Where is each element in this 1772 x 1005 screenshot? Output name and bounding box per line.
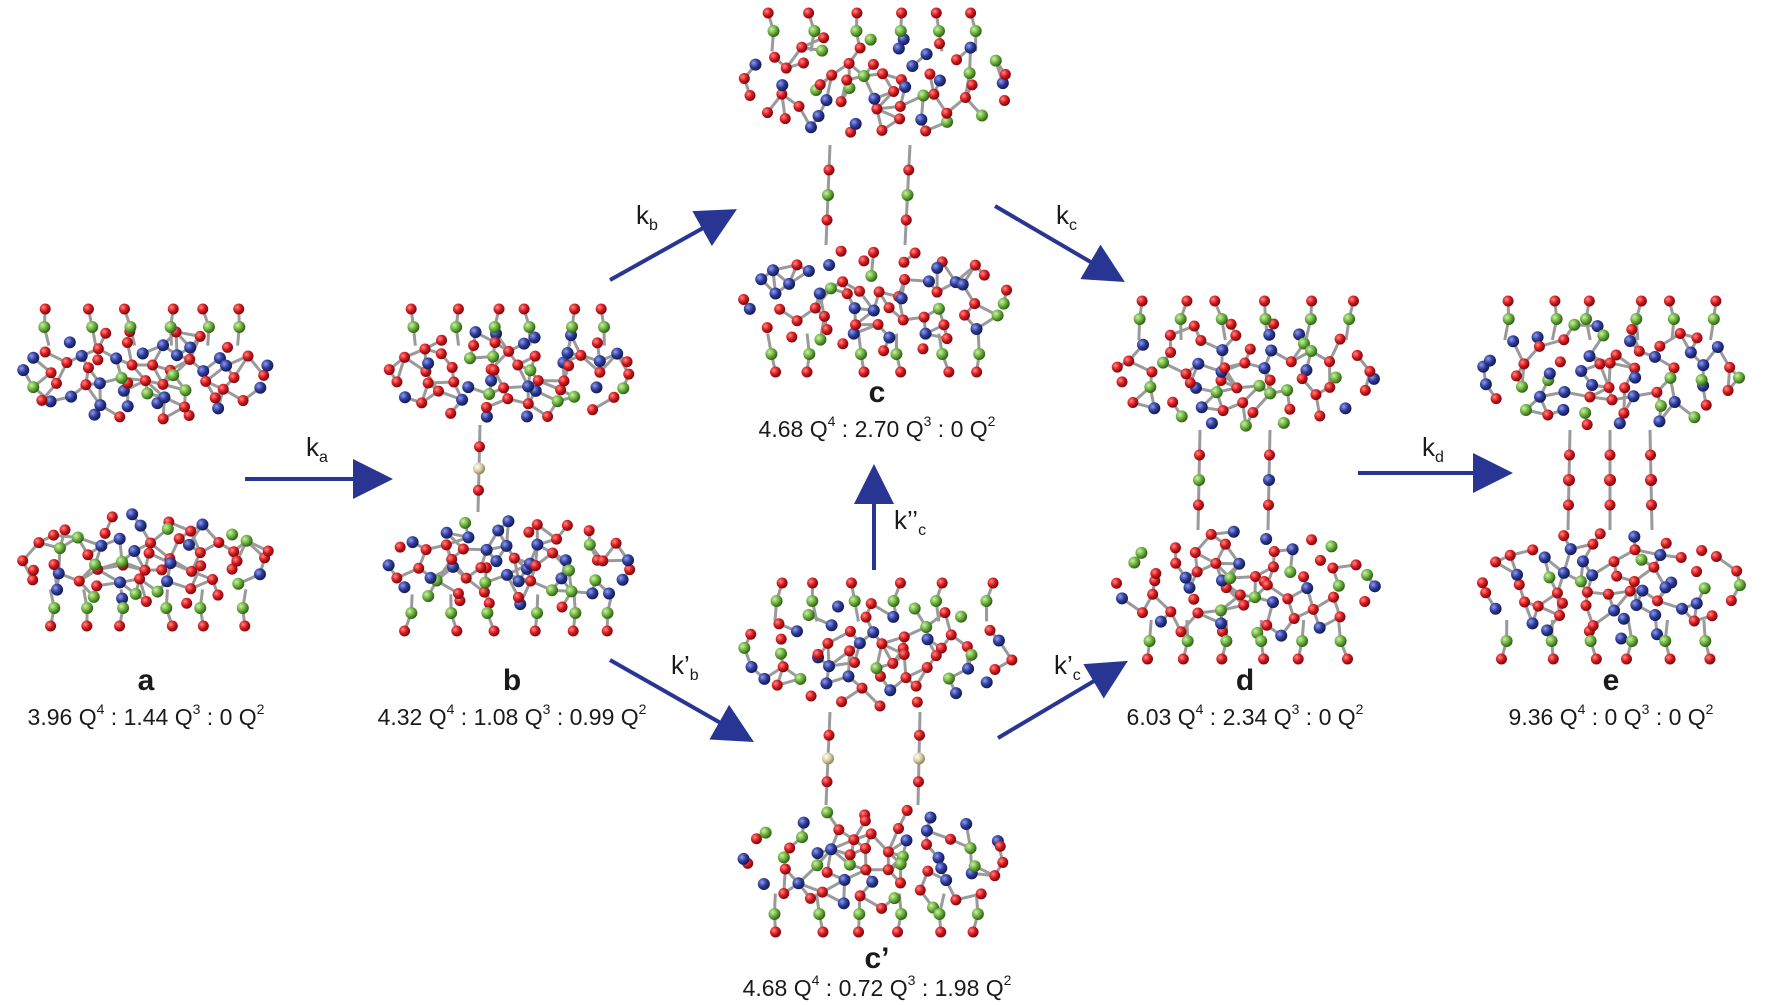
molecule-c bbox=[738, 7, 1013, 378]
species-letter-a: a bbox=[137, 664, 155, 697]
molecule-c-prime bbox=[737, 577, 1018, 938]
rate-label-kpc: k’c bbox=[1054, 650, 1081, 685]
arrow-kb bbox=[609, 209, 737, 282]
ratio-d: 6.03 Q4 : 2.34 Q3 : 0 Q2 bbox=[1126, 701, 1364, 730]
rate-label-kd: kd bbox=[1422, 432, 1444, 467]
molecule-e bbox=[1476, 295, 1746, 665]
arrow-kpb bbox=[609, 658, 754, 742]
species-letter-c: c bbox=[868, 376, 886, 409]
arrow-kc bbox=[993, 204, 1125, 283]
rate-label-kc: kc bbox=[1056, 200, 1077, 235]
molecule-d bbox=[1111, 295, 1381, 665]
species-letter-b: b bbox=[502, 664, 522, 697]
species-letter-e: e bbox=[1602, 664, 1620, 697]
species-letter-c-prime: c’ bbox=[864, 942, 890, 975]
ratio-c: 4.68 Q4 : 2.70 Q3 : 0 Q2 bbox=[758, 413, 996, 442]
ratio-e: 9.36 Q4 : 0 Q3 : 0 Q2 bbox=[1508, 701, 1714, 730]
molecule-b bbox=[382, 303, 636, 637]
ratio-a: 3.96 Q4 : 1.44 Q3 : 0 Q2 bbox=[27, 701, 265, 730]
rate-label-kpb: k’b bbox=[671, 650, 699, 685]
species-letter-d: d bbox=[1235, 664, 1255, 697]
ratio-c-prime: 4.68 Q4 : 0.72 Q3 : 1.98 Q2 bbox=[742, 972, 1012, 1001]
arrow-kpc bbox=[996, 660, 1128, 740]
rate-label-kb: kb bbox=[636, 200, 658, 235]
molecule-a bbox=[17, 303, 274, 632]
rate-label-ka: ka bbox=[306, 432, 328, 467]
ratio-b: 4.32 Q4 : 1.08 Q3 : 0.99 Q2 bbox=[377, 701, 647, 730]
rate-label-kppc: k’’c bbox=[894, 505, 927, 540]
